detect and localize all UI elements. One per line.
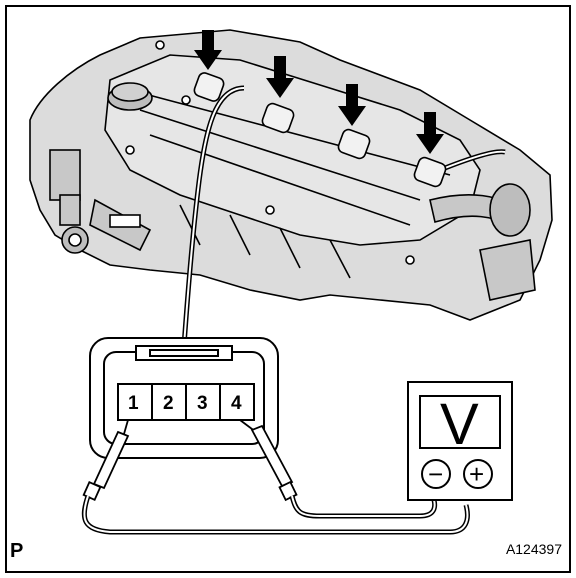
pin-4-label: 4 [231,393,242,414]
coil-connector-3 [337,128,371,160]
arrow-icon [338,84,366,126]
pin-3-label: 3 [197,393,208,414]
voltmeter-display-letter: V [440,392,479,457]
pin-2-label: 2 [163,393,174,414]
engine-illustration [29,29,553,321]
minus-terminal-icon: − [428,459,443,489]
arrow-icon [194,30,222,70]
voltmeter [407,381,513,501]
coil-connector-1 [193,72,225,102]
arrow-icon [266,56,294,98]
positive-probe [239,419,298,502]
corner-letter: P [10,540,24,562]
figure-frame [5,5,571,573]
negative-probe [82,419,130,502]
figure-id: A124397 [505,541,562,557]
connector [89,337,279,459]
plus-terminal-icon: + [469,459,484,489]
coil-connector-4 [413,156,447,188]
arrow-icon [416,112,444,154]
coil-connector-2 [261,102,295,134]
pin-1-label: 1 [128,393,139,414]
